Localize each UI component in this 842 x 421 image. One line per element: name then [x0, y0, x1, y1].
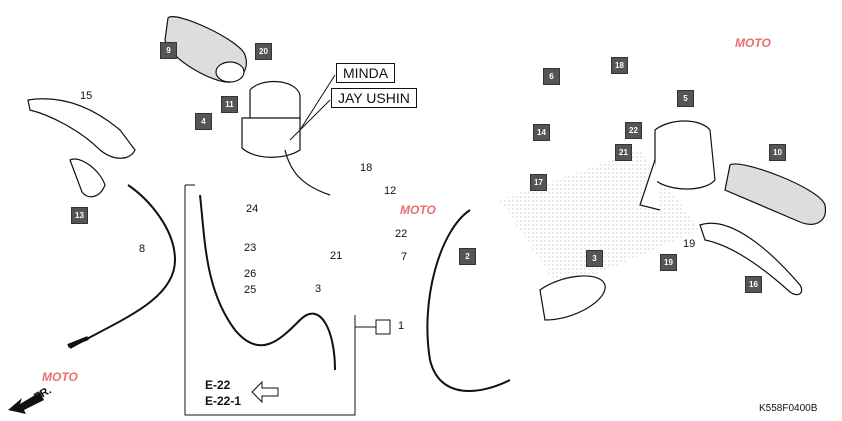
- callout-22: 22: [625, 122, 642, 139]
- label-26: 26: [244, 268, 257, 280]
- watermark-moto-left: MOTO: [42, 370, 78, 384]
- throttle-housing-drawing: [241, 80, 331, 196]
- right-switch-drawing: [639, 120, 716, 211]
- right-cable-drawing: [426, 209, 511, 392]
- ref-arrow-icon: [251, 380, 279, 404]
- watermark-moto: MOTO: [735, 36, 771, 50]
- left-grip-drawing: [164, 16, 247, 83]
- switch-body-drawing: [539, 275, 606, 321]
- callout-5: 5: [677, 90, 694, 107]
- callout-19: 19: [660, 254, 677, 271]
- label-12: 12: [384, 185, 397, 197]
- callout-6: 6: [543, 68, 560, 85]
- label-21: 21: [330, 250, 343, 262]
- ref-e22: E-22: [205, 378, 231, 392]
- center-cable-drawing: [199, 194, 336, 371]
- label-1: 1: [398, 320, 405, 332]
- figure-code: K558F0400B: [759, 403, 818, 414]
- part-1-box: [375, 319, 391, 335]
- left-lever-drawing: [27, 98, 136, 159]
- callout-11: 11: [221, 96, 238, 113]
- label-3: 3: [315, 283, 322, 295]
- callout-21: 21: [615, 144, 632, 161]
- label-22: 22: [395, 228, 408, 240]
- ref-e22-1: E-22-1: [205, 394, 242, 408]
- right-grip-drawing: [724, 163, 827, 225]
- callout-4: 4: [195, 113, 212, 130]
- callout-17: 17: [530, 174, 547, 191]
- clutch-cable-drawing: [67, 184, 177, 349]
- brand-minda: MINDA: [336, 63, 396, 83]
- callout-3: 3: [586, 250, 603, 267]
- fr-arrow-icon: [8, 392, 44, 414]
- label-18: 18: [360, 162, 373, 174]
- assembly-frame: [184, 185, 356, 416]
- label-15: 15: [80, 90, 93, 102]
- callout-9: 9: [160, 42, 177, 59]
- label-19: 19: [683, 238, 696, 250]
- callout-13: 13: [71, 207, 88, 224]
- callout-16: 16: [745, 276, 762, 293]
- callout-2: 2: [459, 248, 476, 265]
- callout-20: 20: [255, 43, 272, 60]
- boot-drawing: [69, 158, 106, 198]
- callout-10: 10: [769, 144, 786, 161]
- brand-jay-ushin: JAY USHIN: [331, 88, 417, 108]
- label-7: 7: [401, 251, 408, 263]
- right-lever-drawing: [699, 222, 803, 296]
- watermark-moto-center: MOTO: [400, 203, 436, 217]
- label-8: 8: [139, 243, 146, 255]
- label-23: 23: [244, 242, 257, 254]
- callout-14: 14: [533, 124, 550, 141]
- label-25: 25: [244, 284, 257, 296]
- label-24: 24: [246, 203, 259, 215]
- callout-18: 18: [611, 57, 628, 74]
